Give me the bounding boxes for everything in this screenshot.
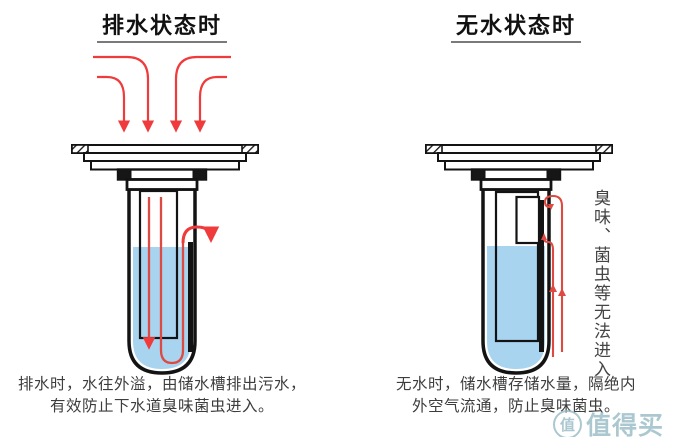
drain-cover-plate xyxy=(71,144,259,191)
watermark-logo-icon: 值 xyxy=(553,409,582,437)
left-caption: 排水时，水往外溢，由储水槽排出污水， 有效防止下水道臭味菌虫进入。 xyxy=(2,374,322,418)
inner-pipe xyxy=(138,189,179,340)
left-caption-line2: 有效防止下水道臭味菌虫进入。 xyxy=(49,398,274,415)
odor-blocked-label: 臭味、菌虫等无法进入 xyxy=(591,189,610,379)
left-panel-title: 排水状态时 xyxy=(101,13,222,38)
left-caption-line1: 排水时，水往外溢，由储水槽排出污水， xyxy=(17,376,306,393)
watermark-text: 值得买 xyxy=(586,412,665,437)
water-inflow-arrows xyxy=(93,55,231,133)
right-caption-line1: 无水时，储水槽存储水量，隔绝内 xyxy=(395,376,636,393)
water-fill xyxy=(487,246,545,369)
right-title-underline xyxy=(451,41,581,43)
storage-cup xyxy=(494,190,540,343)
drain-cover-plate xyxy=(425,144,613,191)
left-drain-figure xyxy=(71,55,259,375)
right-drain-figure xyxy=(425,144,613,375)
right-panel-title: 无水状态时 xyxy=(455,13,576,38)
seal-bell xyxy=(515,195,541,245)
drain-flow-arrows xyxy=(142,197,220,365)
left-title-underline xyxy=(97,41,227,43)
blocked-odor-arrows xyxy=(541,194,566,357)
site-watermark: 值 值得买 xyxy=(553,406,664,437)
